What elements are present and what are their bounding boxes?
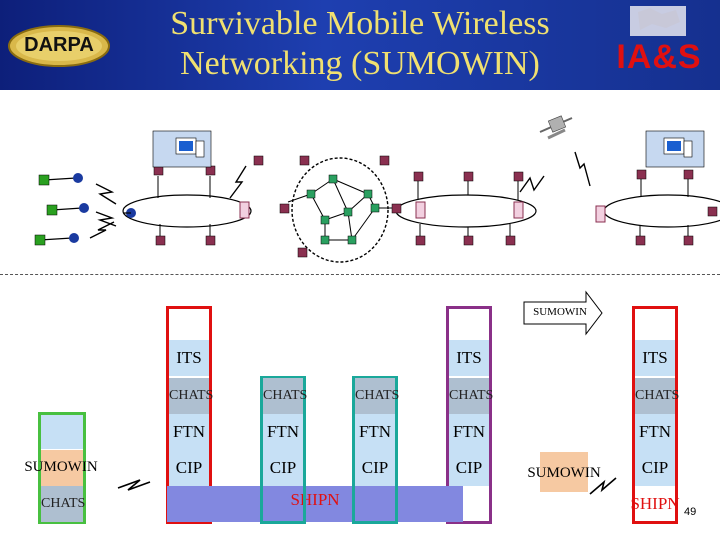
stack-frame-col4: [446, 306, 492, 524]
shipn-label: SHIPN: [290, 490, 340, 509]
link-bolt-right: [589, 477, 617, 495]
satellite-icon: [539, 115, 573, 140]
darpa-logo: DARPA: [6, 22, 112, 70]
stack-frame-col2: [260, 376, 306, 524]
wan-cloud: [291, 157, 389, 263]
col1-ftn-layer: FTN: [169, 414, 209, 450]
col1-its-layer: ITS: [169, 340, 209, 376]
title-line-1: Survivable Mobile Wireless: [170, 5, 550, 42]
mobile-nodes: [34, 173, 136, 246]
sumowin-arrow-label: SUMOWIN: [533, 306, 587, 318]
mid-sumowin-label: SUMOWIN: [527, 465, 601, 481]
title-banner: [0, 0, 720, 90]
col4-chats-layer: CHATS: [449, 378, 493, 414]
col3-ftn-layer: FTN: [355, 414, 395, 450]
right-chats-layer: CHATS: [635, 378, 679, 414]
col2-ftn-layer: FTN: [263, 414, 303, 450]
link-bolt-left: [117, 479, 151, 491]
col2-cip-layer: CIP: [263, 450, 303, 486]
workstation-icons: [152, 130, 705, 168]
col1-cip-layer: CIP: [169, 450, 209, 486]
lan-segment-right: [603, 194, 720, 228]
col4-its-layer: ITS: [449, 340, 489, 376]
right-its-layer: ITS: [635, 340, 675, 376]
left-chats-layer: CHATS: [41, 486, 85, 522]
page-number: 49: [684, 506, 697, 518]
right-ftn-layer: FTN: [635, 414, 675, 450]
title-line-2: Networking (SUMOWIN): [180, 45, 540, 82]
col3-cip-layer: CIP: [355, 450, 395, 486]
section-divider: [0, 274, 720, 275]
stack-frame-right: [632, 306, 678, 524]
right-shipn-layer: SHIPN: [630, 494, 680, 513]
host-nodes: [153, 155, 718, 258]
col4-cip-layer: CIP: [449, 450, 489, 486]
mid-sumowin-layer: [540, 452, 588, 492]
stack-frame-col3: [352, 376, 398, 524]
gateway-nodes: [239, 201, 606, 223]
sumowin-arrow: [523, 290, 603, 336]
col1-chats-layer: CHATS: [169, 378, 213, 414]
left-sumowin-layer: [41, 450, 83, 486]
col4-ftn-layer: FTN: [449, 414, 489, 450]
stack-frame-col1: [166, 306, 212, 524]
left-blank-layer: [41, 415, 83, 449]
col3-chats-layer: CHATS: [355, 378, 399, 414]
ias-logo: IA&S: [600, 2, 718, 88]
col2-chats-layer: CHATS: [263, 378, 307, 414]
cloud-routers: [306, 174, 380, 245]
network-diagram: [34, 115, 720, 263]
darpa-logo-text: DARPA: [24, 34, 94, 56]
left-sumowin-label: SUMOWIN: [24, 459, 98, 475]
page-title: Survivable Mobile Wireless Networking (S…: [140, 4, 580, 84]
stack-frame-left: [38, 412, 86, 524]
ias-logo-text: IA&S: [616, 38, 702, 76]
shipn-network-bar: SHIPN: [167, 486, 463, 522]
lan-segment-left: [122, 194, 252, 228]
right-cip-layer: CIP: [635, 450, 675, 486]
radio-links: [89, 151, 591, 239]
